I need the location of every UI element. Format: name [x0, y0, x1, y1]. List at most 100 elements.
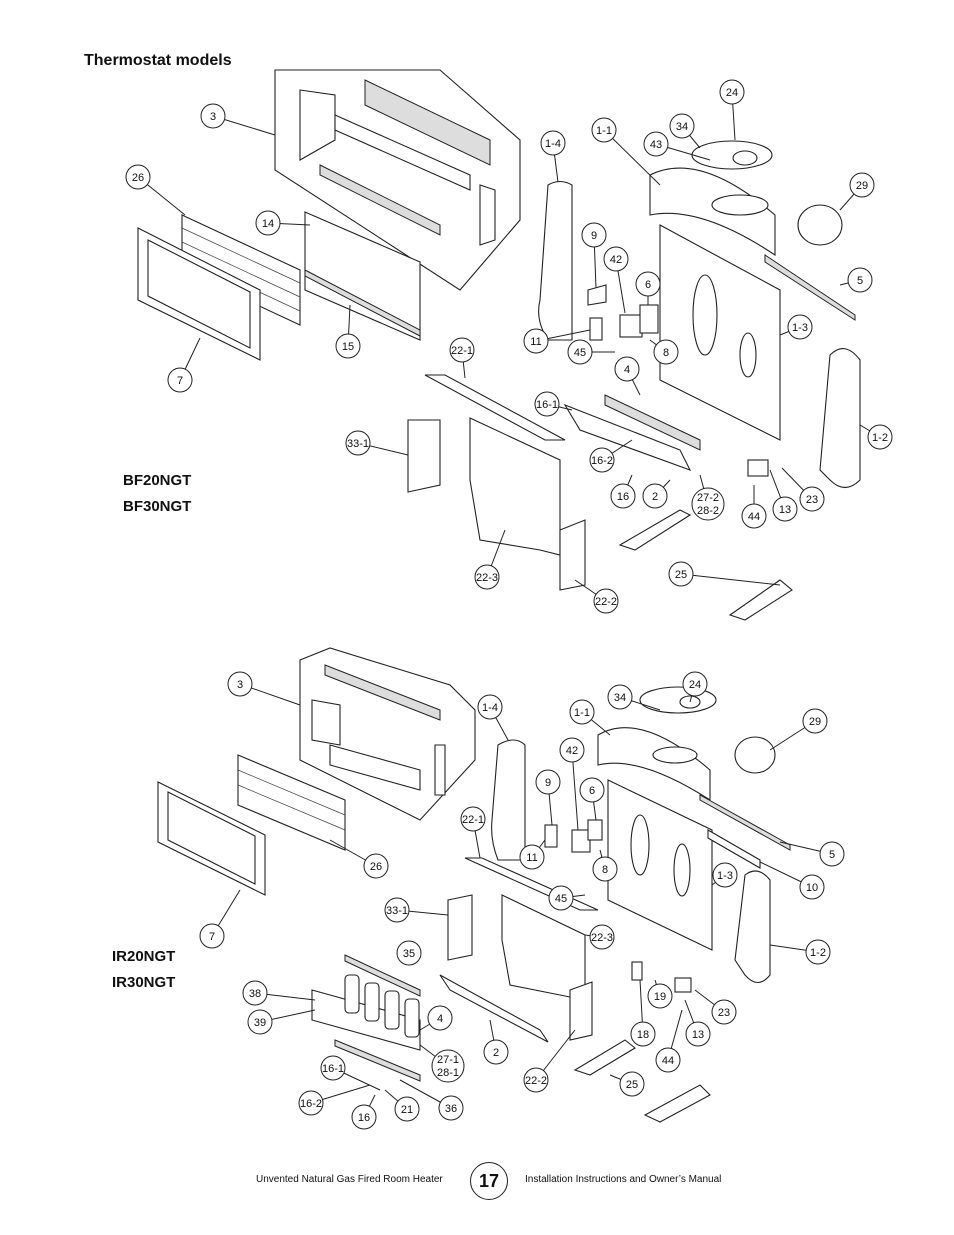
page-number: 17: [470, 1162, 508, 1200]
top-callout: 15: [335, 333, 361, 359]
bottom-callout-label: 22-2: [525, 1075, 547, 1087]
bottom-callout-label: 16: [358, 1112, 370, 1124]
shield-22-3: [469, 417, 561, 556]
top-callout: 25: [668, 561, 694, 587]
top-callout-label: 25: [675, 569, 687, 581]
top-callout-label: 1-3: [792, 322, 808, 334]
top-callout: 7: [167, 367, 193, 393]
top-callout: 22-2: [593, 588, 619, 614]
rail-5b: [699, 794, 791, 851]
bottom-callout: 22-1: [460, 806, 486, 832]
bottom-callout: 19: [647, 983, 673, 1009]
top-exploded-view: [137, 69, 861, 621]
bracket-9: [587, 284, 607, 306]
bottom-callout: 24: [682, 671, 708, 697]
bar-35: [344, 954, 421, 997]
bottom-callout-label: 8: [602, 864, 608, 876]
top-callout: 1-2: [867, 424, 893, 450]
bottom-callout: 1-2: [805, 939, 831, 965]
bottom-callout-label: 26: [370, 861, 382, 873]
bottom-callout-label: 24: [689, 679, 701, 691]
top-callout-label: 16-2: [591, 455, 613, 467]
bottom-callout: 11: [519, 844, 545, 870]
part-13: [747, 459, 769, 477]
bracket-6b: [587, 819, 603, 841]
burner-assembly-16: [563, 394, 701, 471]
shield-22-1: [424, 374, 566, 441]
bottom-callout-label: 6: [589, 785, 595, 797]
top-callout-label: 44: [748, 511, 760, 523]
radiant-top: [324, 664, 441, 721]
top-callout-label: 29: [856, 180, 868, 192]
top-callout-label: 22-2: [595, 596, 617, 608]
bottom-callout: 6: [579, 777, 605, 803]
firebox-bar: [319, 164, 441, 236]
top-callout-label: 13: [779, 504, 791, 516]
footer-right-text: Installation Instructions and Owner’s Ma…: [525, 1174, 722, 1185]
bottom-callout-label: 2: [493, 1047, 499, 1059]
top-callout-label: 33-1: [347, 438, 369, 450]
top-callout-label: 9: [591, 230, 597, 242]
foot-25-right: [728, 579, 793, 621]
bottom-leader-line: [571, 749, 579, 831]
radiant-side-left: [311, 699, 341, 746]
bottom-callout: 1-1: [569, 699, 595, 725]
top-callout-label: 11: [530, 336, 541, 348]
top-callout-label: 22-1: [451, 345, 473, 357]
top-callout-label: 15: [342, 341, 354, 353]
side-cover-1-2b: [734, 870, 771, 984]
top-grill-1-1: [649, 167, 776, 257]
part-11: [589, 317, 603, 341]
valve-42: [619, 314, 643, 338]
top-callout-label: 28-2: [697, 505, 719, 517]
top-leader-line: [680, 573, 781, 586]
bottom-callout: 2: [483, 1039, 509, 1065]
top-callout-label: 4: [624, 364, 630, 376]
side-cover-1-2: [819, 348, 861, 489]
bottom-callout-label: 22-3: [591, 932, 613, 944]
bottom-callout: 23: [711, 999, 737, 1025]
top-callout-label: 45: [574, 347, 586, 359]
model-label-bf20: BF20NGT: [123, 472, 192, 489]
bracket-6: [639, 304, 659, 334]
bottom-callout: 1-3: [712, 862, 738, 888]
bottom-callout-label: 7: [209, 931, 215, 943]
bottom-callout: 22-2: [523, 1067, 549, 1093]
page-footer: Unvented Natural Gas Fired Room Heater 1…: [0, 1162, 954, 1200]
top-callout-label: 16-1: [536, 399, 558, 411]
bottom-callout-label: 4: [437, 1013, 443, 1025]
top-callout-label: 1-2: [872, 432, 888, 444]
bottom-callout-label: 1-2: [810, 947, 826, 959]
bottom-callout-label: 5: [829, 849, 835, 861]
bottom-callout: 45: [548, 885, 574, 911]
top-callout: 42: [603, 246, 629, 272]
part-13b: [674, 977, 692, 993]
glass-panel-14: [304, 211, 421, 341]
bottom-callout: 10: [799, 874, 825, 900]
part-10: [707, 829, 761, 869]
top-callout: 9: [581, 222, 607, 248]
shield-22-3b: [501, 894, 586, 1001]
bottom-callout: 35: [396, 940, 422, 966]
bar-15: [304, 269, 421, 337]
bottom-callout: 33-1: [384, 897, 410, 923]
bottom-callout-label: 22-1: [462, 814, 484, 826]
firebox-baffle: [334, 114, 471, 191]
bottom-callout: 13: [685, 1021, 711, 1047]
bottom-callout: 18: [630, 1021, 656, 1047]
bottom-callout: 44: [655, 1047, 681, 1073]
firebox-side-right: [479, 184, 496, 246]
bottom-callout: 3: [227, 671, 253, 697]
bottom-callout-label: 34: [614, 692, 626, 704]
top-callout-label: 8: [663, 347, 669, 359]
bottom-callout-label: 16-2: [300, 1098, 322, 1110]
bottom-callout: 29: [802, 708, 828, 734]
page-heading: Thermostat models: [84, 52, 232, 69]
bottom-callout: 27-128-1: [431, 1049, 465, 1083]
bottom-callout: 16: [351, 1104, 377, 1130]
radiant-bottom: [329, 744, 421, 791]
bottom-callout-label: 29: [809, 716, 821, 728]
bottom-callout-label: 39: [254, 1017, 266, 1029]
exploded-parts-diagram: 2434431-11-42932614942651-31145815722-14…: [125, 69, 893, 1130]
